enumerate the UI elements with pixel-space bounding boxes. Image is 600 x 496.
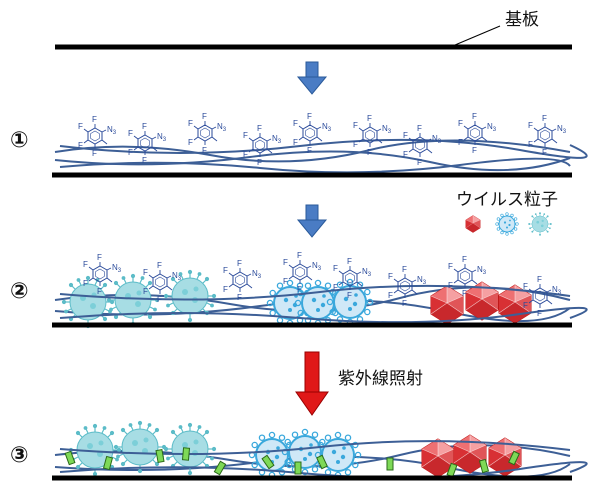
step-3-marker: ③ xyxy=(10,443,29,468)
uv-arrow xyxy=(295,351,329,416)
step-2-fiber-layer-front xyxy=(59,284,588,324)
substrate-leader-line xyxy=(454,25,501,46)
virus-particles-label: ウイルス粒子 xyxy=(456,190,558,210)
step-2-marker: ② xyxy=(10,279,29,304)
arrow-down-2 xyxy=(296,204,328,238)
step-1-marker: ① xyxy=(10,128,29,153)
uv-irradiation-label: 紫外線照射 xyxy=(338,369,423,389)
arrow-down-1 xyxy=(296,61,328,95)
step-1-fiber-layer xyxy=(54,138,588,174)
substrate-label: 基板 xyxy=(505,10,539,30)
virus-legend xyxy=(465,212,552,236)
